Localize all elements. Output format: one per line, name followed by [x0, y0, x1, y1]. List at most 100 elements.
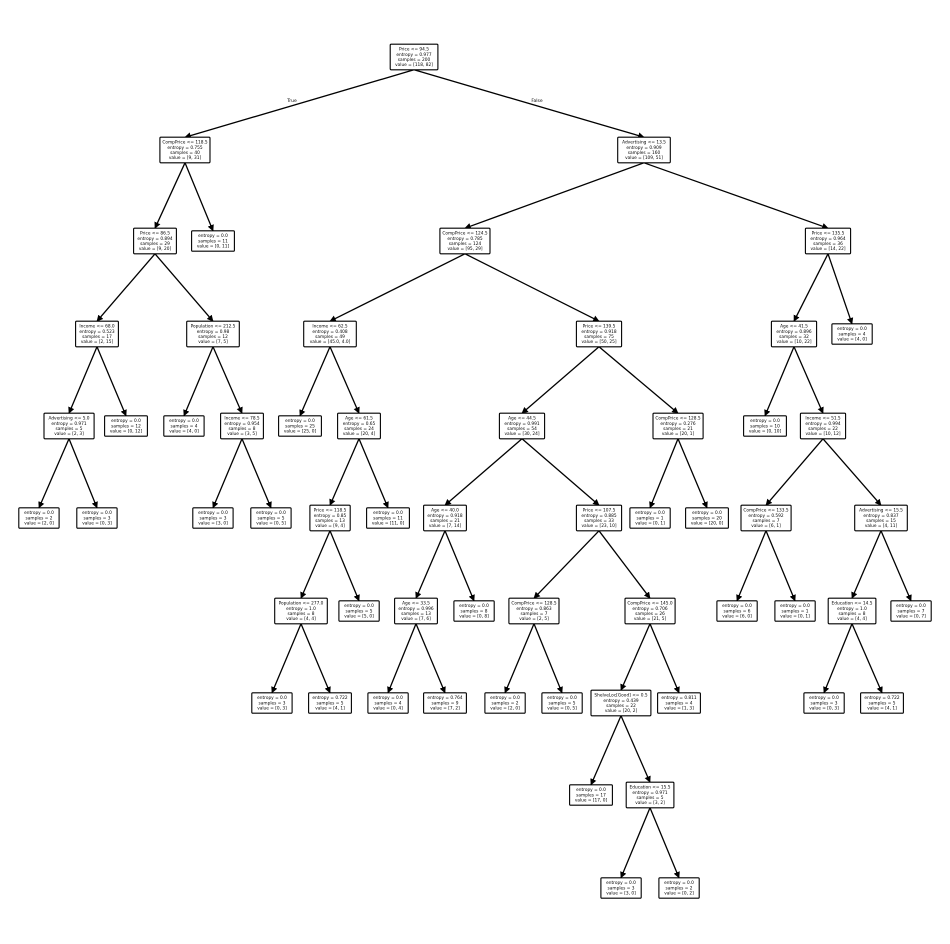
- tree-edge: [677, 438, 708, 509]
- node-text-line: value = [10, 22]: [776, 339, 811, 345]
- node-text-line: value = [21, 5]: [634, 616, 667, 622]
- tree-edge: [444, 530, 475, 602]
- node-text-line: samples = 4: [666, 700, 693, 706]
- node-text-line: value = [0, 10]: [749, 429, 782, 435]
- node-text-line: samples = 4: [375, 700, 402, 706]
- node-text-line: samples = 40: [170, 150, 200, 156]
- node-text-line: samples = 75: [584, 334, 614, 340]
- node-text-line: value = [3, 0]: [198, 521, 228, 527]
- node-text-line: Price <= 107.5: [583, 508, 616, 514]
- tree-edge: [444, 438, 523, 506]
- node-text-line: entropy = 0.971: [632, 790, 668, 796]
- node-text-line: value = [20, 1]: [662, 431, 695, 437]
- node-text-line: Price <= 118.5: [314, 508, 347, 514]
- node-text-line: value = [7, 14]: [429, 523, 462, 529]
- node-text-line: samples = 8: [288, 611, 315, 617]
- node-text-line: entropy = 0.276: [660, 421, 696, 427]
- node-text-line: entropy = 0.918: [427, 513, 463, 519]
- node-box: [163, 415, 205, 437]
- tree-edge: [643, 162, 829, 230]
- node-box: [274, 597, 328, 625]
- node-text-line: entropy = 0.996: [398, 606, 434, 612]
- node-text-line: entropy = 0.592: [748, 513, 784, 519]
- node-text-line: entropy = 0.0: [257, 695, 287, 701]
- node-text-line: value = [0, 7]: [896, 614, 926, 620]
- node-box: [685, 507, 729, 529]
- node-text-line: value = [3, 2]: [635, 800, 665, 806]
- node-box: [575, 320, 623, 348]
- node-text-line: entropy = 0.0: [198, 510, 228, 516]
- node-box: [366, 507, 410, 529]
- tree-edge: [184, 69, 415, 139]
- node-text-line: entropy = 0.0: [722, 603, 752, 609]
- node-box: [453, 600, 495, 622]
- node-box: [831, 323, 873, 345]
- node-text-line: entropy = 0.894: [137, 236, 173, 242]
- node-text-line: samples = 10: [750, 423, 780, 429]
- node-box: [338, 600, 380, 622]
- edges-layer: [38, 69, 912, 879]
- node-text-line: entropy = 0.65: [343, 421, 376, 427]
- node-text-line: entropy = 0.0: [198, 233, 228, 239]
- node-text-line: Price <= 135.5: [812, 231, 845, 237]
- node-box: [541, 692, 583, 714]
- node-text-line: samples = 54: [507, 426, 537, 432]
- node-text-line: value = [7, 5]: [198, 339, 228, 345]
- node-box: [75, 320, 119, 348]
- node-text-line: entropy = 0.0: [373, 510, 403, 516]
- node-text-line: entropy = 0.722: [864, 695, 900, 701]
- node-text-line: ShelveLoc[Good] <= 0.5: [594, 693, 647, 699]
- node-text-line: value = [14, 22]: [810, 246, 845, 252]
- node-text-line: value = [4, 4]: [286, 616, 316, 622]
- node-text-line: samples = 9: [432, 700, 459, 706]
- node-text-line: samples = 12: [198, 334, 228, 340]
- node-text-line: samples = 2: [666, 885, 693, 891]
- tree-edge: [793, 346, 824, 414]
- node-text-line: value = [2, 15]: [81, 339, 114, 345]
- node-box: [854, 504, 908, 532]
- node-text-line: value = [118, 82]: [395, 62, 433, 68]
- node-text-line: samples = 3: [200, 515, 227, 521]
- node-text-line: samples = 24: [344, 426, 374, 432]
- node-box: [804, 227, 852, 255]
- node-text-line: value = [0, 2]: [664, 891, 694, 897]
- tree-edge: [649, 807, 680, 879]
- node-text-line: Income <= 78.5: [224, 416, 260, 422]
- node-text-line: samples = 3: [811, 700, 838, 706]
- node-text-line: entropy = 0.0: [837, 326, 867, 332]
- node-text-line: value = [109, 51]: [625, 155, 663, 161]
- node-text-line: entropy = 0.706: [632, 606, 668, 612]
- node-text-line: entropy = 0.0: [373, 695, 403, 701]
- node-text-line: samples = 25: [285, 423, 315, 429]
- node-text-line: value = [0, 11]: [197, 244, 230, 250]
- node-text-line: samples = 22: [606, 703, 636, 709]
- node-text-line: entropy = 0.0: [82, 510, 112, 516]
- node-text-line: Population <= 212.5: [191, 324, 236, 330]
- node-text-line: value = [0, 12]: [110, 429, 143, 435]
- node-text-line: Education <= 15.5: [630, 785, 671, 791]
- edge-label-false: False: [531, 98, 543, 104]
- node-text-line: samples = 3: [84, 515, 111, 521]
- node-text-line: samples = 32: [779, 334, 809, 340]
- tree-edge: [299, 346, 331, 417]
- node-text-line: entropy = 0.722: [312, 695, 348, 701]
- node-text-line: value = [4, 1]: [315, 706, 345, 712]
- node-box: [652, 412, 704, 440]
- node-text-line: CompPrice <= 145.0: [627, 601, 673, 607]
